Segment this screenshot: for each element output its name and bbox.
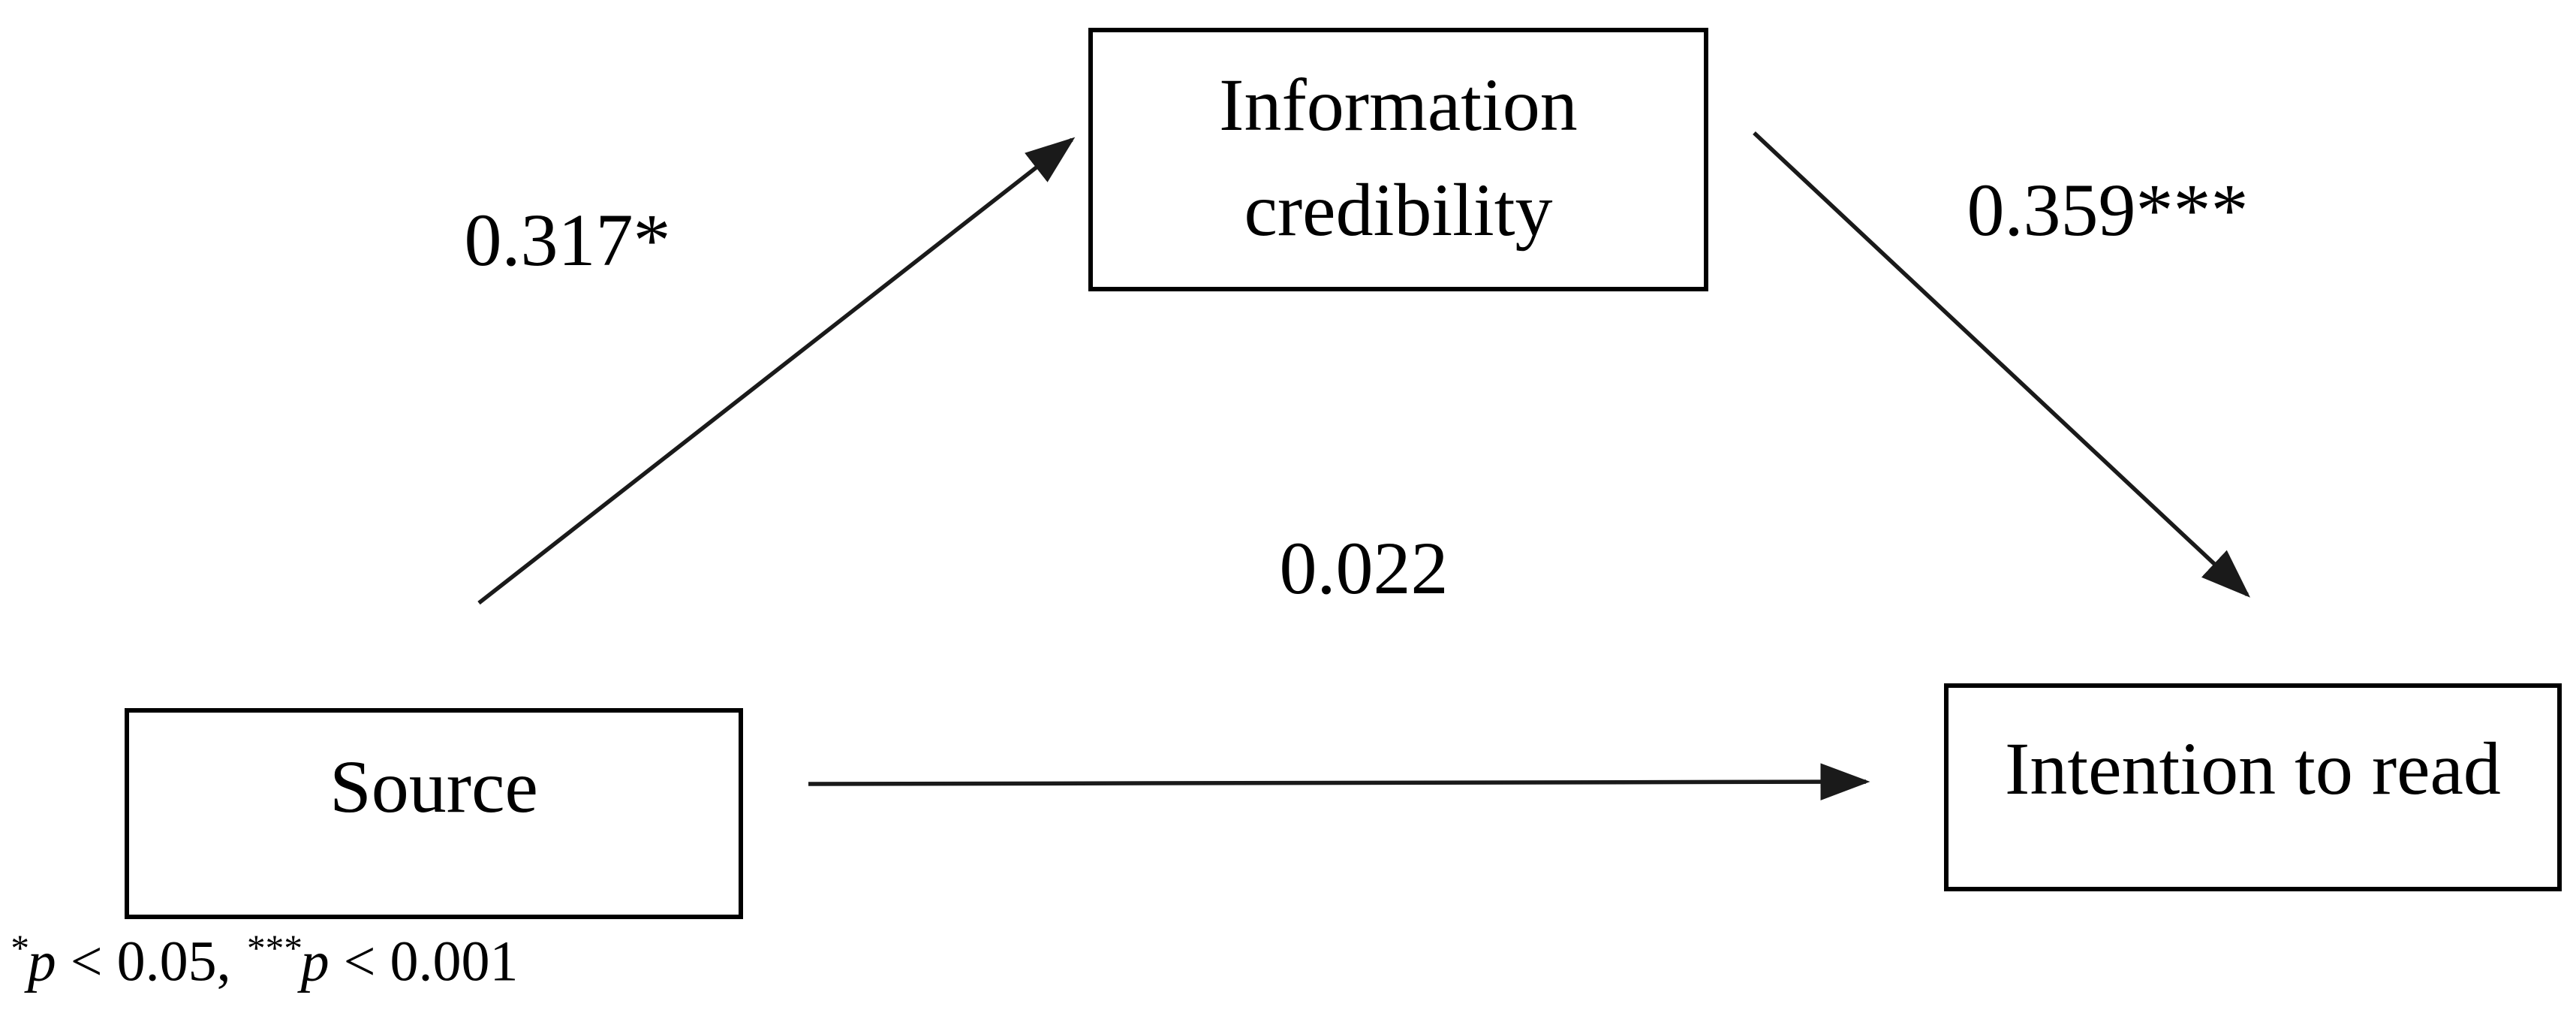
path-coefficient-credibility-intention: 0.359*** xyxy=(1967,168,2249,252)
path-coefficient-source-intention: 0.022 xyxy=(1279,526,1449,610)
node-intention-to-read: Intention to read xyxy=(1944,683,2562,891)
node-intention-to-read-label: Intention to read xyxy=(2005,726,2501,810)
node-information-credibility: Information credibility xyxy=(1088,28,1708,291)
edge-credibility-to-intention-arrow xyxy=(1753,131,2251,598)
footnote-sig1-p: p xyxy=(27,930,56,993)
node-source-label: Source xyxy=(330,744,538,828)
footnote-sig1-stars: * xyxy=(9,927,28,969)
footnote-sig2-stars: *** xyxy=(245,927,301,969)
footnote-sig2-p: p xyxy=(300,930,330,993)
edge-source-to-credibility-arrow xyxy=(477,137,1076,605)
path-coefficient-source-credibility: 0.317* xyxy=(464,198,671,282)
footnote-sig2-threshold: < 0.001 xyxy=(329,930,519,993)
footnote-sig1-threshold: < 0.05, xyxy=(56,930,245,993)
node-source: Source xyxy=(125,708,743,919)
significance-footnote: *p < 0.05, ***p < 0.001 xyxy=(9,927,519,993)
node-information-credibility-label: Information credibility xyxy=(1219,62,1578,252)
edge-source-to-intention-arrow xyxy=(808,763,1870,800)
